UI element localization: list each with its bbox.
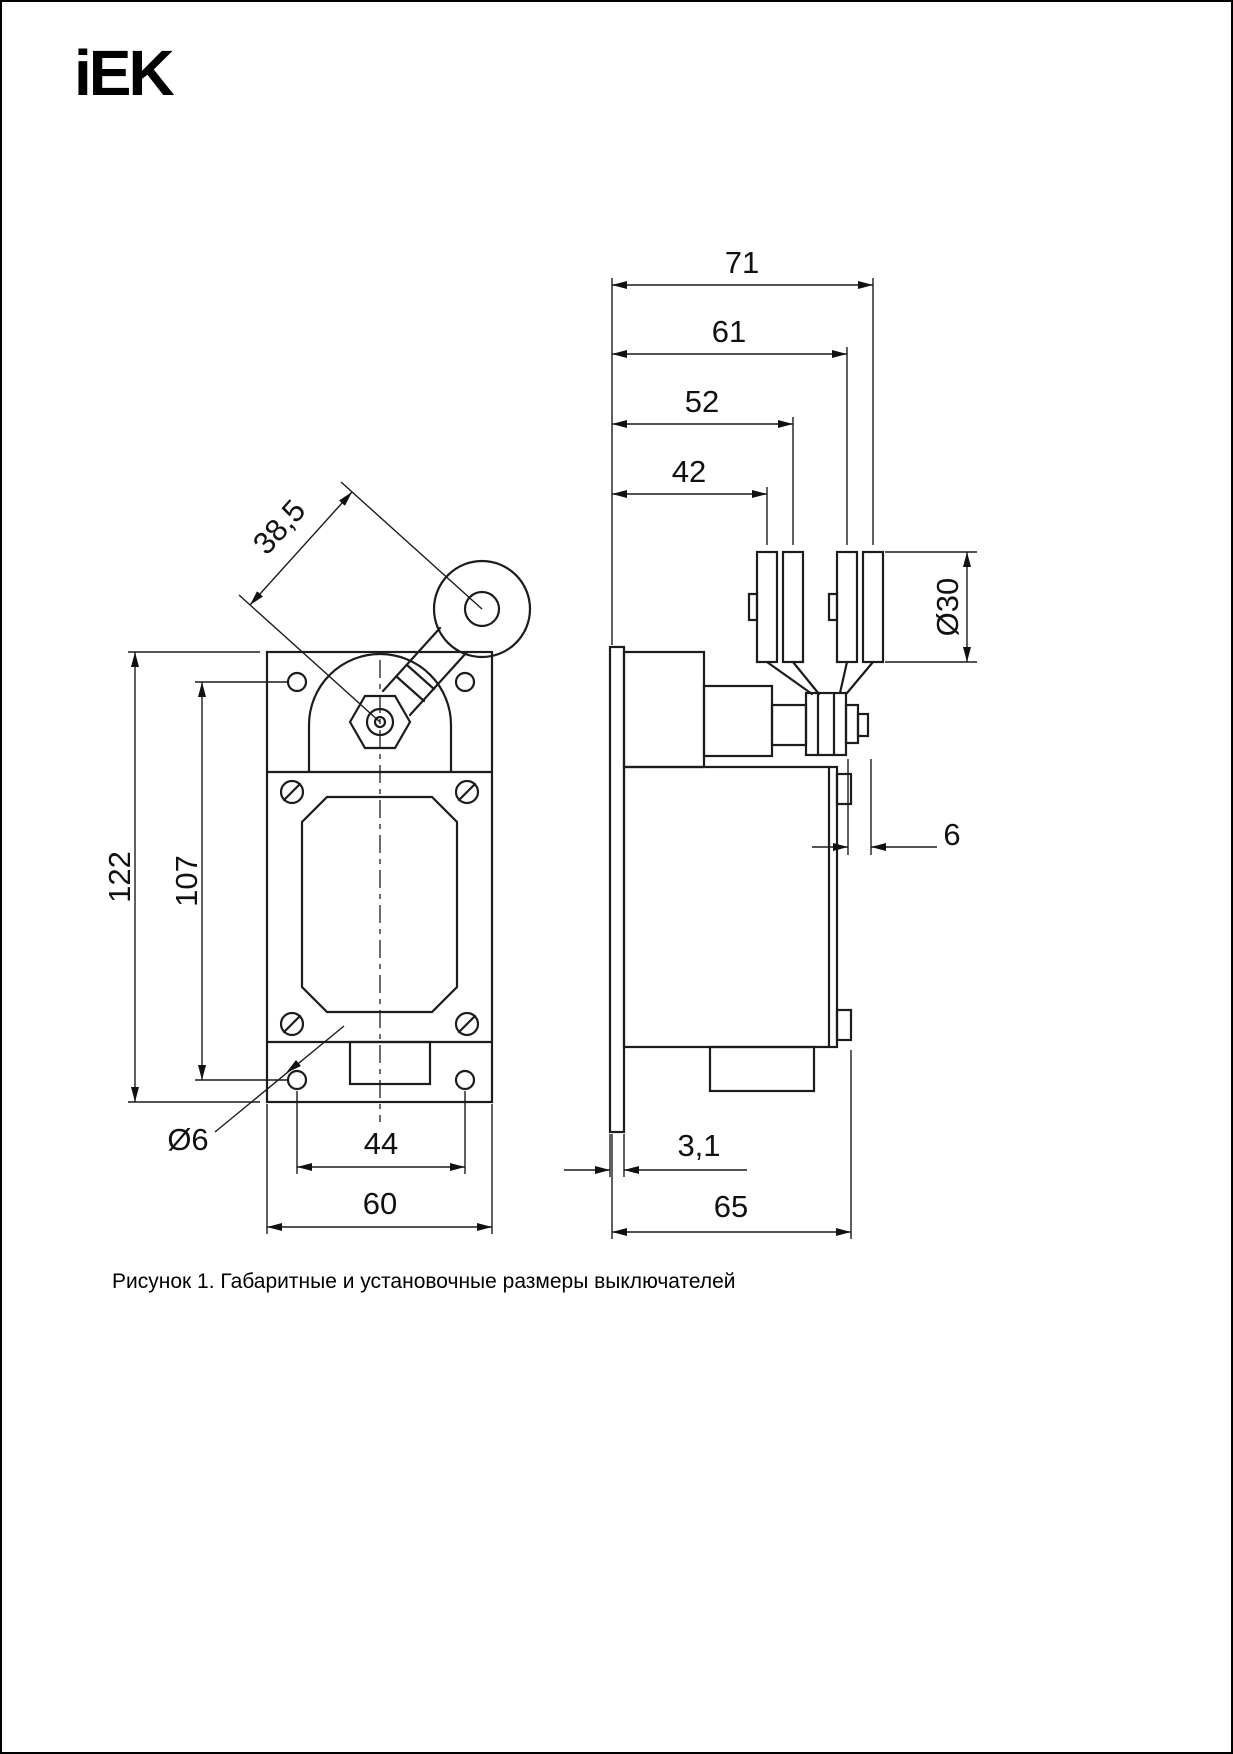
dim-label-71: 71 [725, 245, 759, 280]
figure-caption: Рисунок 1. Габаритные и установочные раз… [112, 1270, 736, 1293]
dimension-lines [128, 278, 977, 1239]
dim-label-hole-diameter: Ø6 [167, 1122, 208, 1157]
dim-label-6: 6 [943, 817, 960, 852]
dim-label-52: 52 [685, 384, 719, 419]
front-cover-screws [279, 779, 480, 1037]
dim-label-122: 122 [102, 851, 137, 903]
dim-label-107: 107 [169, 855, 204, 907]
lever-arm [348, 626, 469, 750]
roller-side-profile [747, 550, 885, 696]
lever-roller [432, 559, 532, 659]
iek-logo: iEK [74, 37, 175, 109]
dim-label-42: 42 [672, 454, 706, 489]
front-view [265, 559, 532, 1122]
dim-label-60: 60 [363, 1186, 397, 1221]
dim-label-61: 61 [712, 314, 746, 349]
dimension-labels: 71 61 52 42 Ø30 6 38,5 122 107 Ø6 44 60 … [102, 245, 965, 1224]
side-view [608, 550, 885, 1134]
front-body-outline [265, 650, 494, 1104]
leader-arrowhead [286, 1060, 301, 1073]
dim-label-lever-length: 38,5 [246, 493, 312, 561]
dim-label-44: 44 [364, 1126, 398, 1161]
dim-label-plate-thickness: 3,1 [677, 1128, 720, 1163]
lever-shaft-hub [770, 691, 870, 757]
dim-label-roller-diameter: Ø30 [930, 578, 965, 637]
dim-label-65: 65 [714, 1189, 748, 1224]
side-body-outline [608, 645, 853, 1134]
